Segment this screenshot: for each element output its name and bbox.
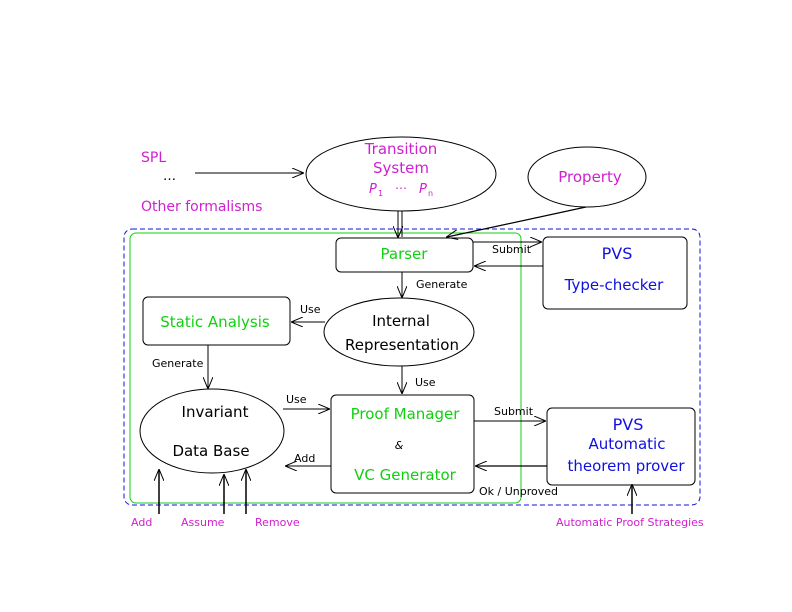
static-analysis-label: Static Analysis bbox=[160, 313, 270, 331]
edge-label-add-invariant: Add bbox=[294, 452, 315, 465]
transition-system-node bbox=[305, 136, 497, 212]
internal-representation-label-2: Representation bbox=[345, 336, 459, 354]
transition-system-label-1: Transition bbox=[364, 140, 438, 158]
static-analysis-node bbox=[142, 296, 291, 346]
property-label: Property bbox=[558, 168, 622, 186]
internal-representation-label-1: Internal bbox=[372, 312, 430, 330]
pvs-prover-label-2: Automatic bbox=[589, 435, 666, 453]
bottom-label-add: Add bbox=[131, 516, 152, 529]
process-p1: P bbox=[369, 182, 377, 197]
edge-label-submit-parser: Submit bbox=[492, 243, 532, 256]
invariant-database-label-2: Data Base bbox=[172, 442, 249, 460]
edge-label-submit-proof: Submit bbox=[494, 405, 534, 418]
process-pn: P bbox=[419, 182, 427, 197]
bottom-label-remove: Remove bbox=[255, 516, 300, 529]
edge-label-use-static: Use bbox=[300, 303, 321, 316]
pvs-prover-node bbox=[546, 407, 696, 486]
vc-generator-label: VC Generator bbox=[354, 466, 457, 484]
proof-manager-ampersand: & bbox=[395, 439, 404, 452]
blue-dashed-frame bbox=[123, 228, 701, 506]
edge-label-use-internal: Use bbox=[415, 376, 436, 389]
input-dots: … bbox=[163, 169, 176, 184]
pvs-prover-label-3: theorem prover bbox=[567, 457, 685, 475]
pvs-typechecker-node bbox=[542, 236, 688, 310]
parser-label: Parser bbox=[381, 245, 429, 263]
transition-system-label-2: System bbox=[373, 159, 429, 177]
edge-label-generate-static: Generate bbox=[152, 357, 204, 370]
pvs-typechecker-label-1: PVS bbox=[602, 244, 633, 263]
proof-manager-node bbox=[330, 394, 475, 494]
process-dots: ⋯ bbox=[395, 181, 407, 195]
pvs-typechecker-label-2: Type-checker bbox=[564, 276, 664, 294]
input-other-formalisms: Other formalisms bbox=[141, 199, 262, 215]
bottom-label-assume: Assume bbox=[181, 516, 225, 529]
invariant-database-node bbox=[139, 388, 285, 474]
invariant-database-label-1: Invariant bbox=[182, 403, 249, 421]
process-p1-subscript: 1 bbox=[378, 189, 383, 198]
process-pn-subscript: n bbox=[428, 189, 433, 198]
edge-label-use-invariant: Use bbox=[286, 393, 307, 406]
arrow-property-to-parser bbox=[447, 206, 587, 237]
input-spl: SPL bbox=[141, 150, 166, 166]
green-frame bbox=[129, 232, 522, 504]
edge-label-generate-parser: Generate bbox=[416, 278, 468, 291]
parser-node bbox=[335, 237, 474, 273]
proof-manager-label: Proof Manager bbox=[351, 405, 461, 423]
property-node bbox=[527, 146, 647, 208]
pvs-prover-label-1: PVS bbox=[613, 415, 644, 434]
bottom-label-strategies: Automatic Proof Strategies bbox=[556, 516, 704, 529]
internal-representation-node bbox=[323, 297, 475, 367]
edge-label-ok-unproved: Ok / Unproved bbox=[479, 485, 558, 498]
